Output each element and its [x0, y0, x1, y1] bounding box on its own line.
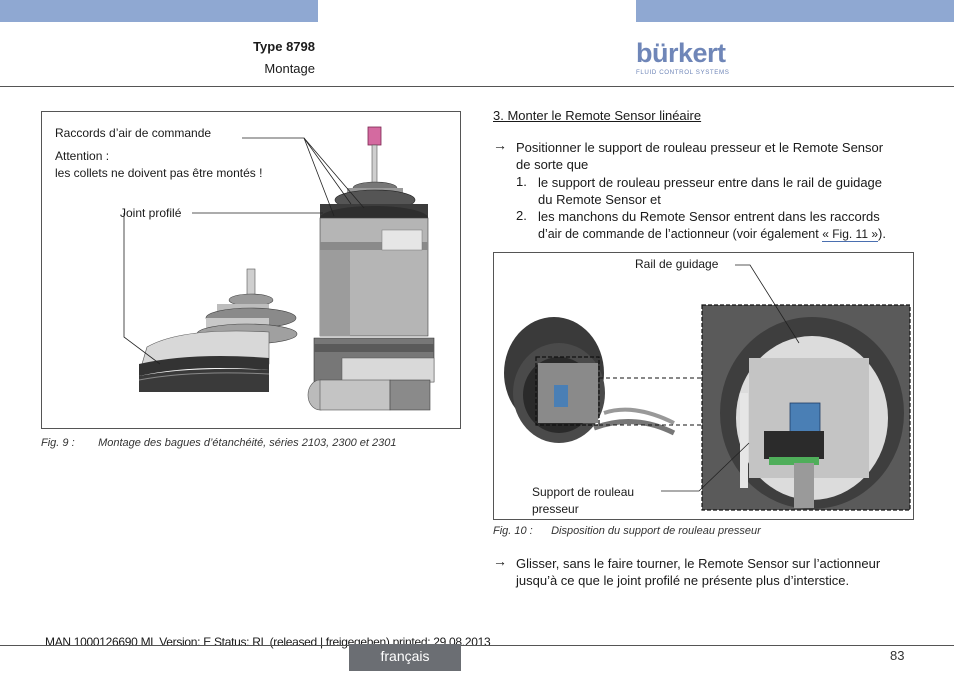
figure-10: Rail de guidage Support de rouleau press… [493, 252, 914, 520]
list-item-1-line-1: le support de rouleau presseur entre dan… [538, 175, 883, 190]
instruction-2-line-1: Glisser, sans le faire tourner, le Remot… [516, 556, 881, 571]
figure-9-caption: Fig. 9 : Montage des bagues d’étanchéité… [41, 437, 397, 449]
figure-10-leader-lines [661, 264, 800, 492]
figure-10-caption: Fig. 10 : Disposition du support de roul… [493, 525, 761, 537]
detail-enlargement [702, 305, 910, 510]
instruction-arrow-icon-2: → [493, 553, 507, 569]
list-item-2-text-b: ). [878, 226, 886, 241]
instruction-intro-line-2: de sorte que [516, 157, 589, 172]
label-pressure-roller-support-2: presseur [532, 502, 579, 516]
figure-10-illustration [504, 264, 911, 511]
actuator-illustration [307, 126, 435, 411]
figure-9: Raccords d’air de commande Attention : l… [41, 111, 461, 429]
list-item-1-number: 1. [516, 174, 527, 189]
label-pressure-roller-support-1: Support de rouleau [532, 485, 635, 499]
detail-enlargement-frame [701, 304, 911, 511]
list-item-2-text-a: d’air de commande de l’actionneur (voir … [538, 227, 823, 241]
figure-11-link[interactable]: « Fig. 11 » [822, 227, 878, 242]
logo-wordmark: bürkert [636, 38, 726, 68]
list-item-2-line-1: les manchons du Remote Sensor entrent da… [538, 209, 880, 224]
header-divider [0, 86, 954, 87]
joint-detail-view [138, 257, 298, 392]
page-number: 83 [890, 648, 905, 663]
label-attention: Attention : [55, 149, 110, 163]
instruction-arrow-icon: → [493, 137, 507, 153]
figure-10-caption-number: Fig. 10 : [493, 525, 533, 537]
figure-10-caption-text: Disposition du support de rouleau presse… [551, 525, 761, 537]
list-item-2-line-2: d’air de commande de l’actionneur (voir … [538, 225, 886, 243]
footer-divider [0, 645, 954, 646]
language-tab[interactable]: français [349, 644, 461, 671]
label-control-air-connections: Raccords d’air de commande [55, 126, 212, 140]
instruction-2-line-2: jusqu’à ce que le joint profilé ne prése… [516, 573, 850, 588]
figure-9-leader-lines [123, 137, 365, 365]
list-item-2-number: 2. [516, 208, 527, 223]
label-attention-text: les collets ne doivent pas être montés ! [55, 166, 263, 180]
actuator-top-view [504, 317, 676, 443]
logo-tagline: FLUID CONTROL SYSTEMS [636, 69, 730, 76]
figure-9-caption-number: Fig. 9 : [41, 437, 75, 449]
label-profile-seal: Joint profilé [120, 206, 182, 220]
burkert-logo: bürkert FLUID CONTROL SYSTEMS [636, 38, 734, 77]
section-title: 3. Monter le Remote Sensor linéaire [493, 108, 702, 123]
detail-marker-box [535, 356, 600, 426]
figure-9-caption-text: Montage des bagues d’étanchéité, séries … [98, 437, 397, 449]
top-accent-bar-right [636, 0, 954, 22]
document-type: Type 8798 [253, 39, 315, 54]
document-section: Montage [264, 61, 315, 76]
label-guide-rail: Rail de guidage [635, 257, 719, 271]
instruction-intro-line-1: Positionner le support de rouleau presse… [516, 140, 884, 155]
top-accent-bar-left [0, 0, 318, 22]
list-item-1-line-2: du Remote Sensor et [538, 192, 661, 207]
figure-9-illustration [123, 126, 435, 411]
